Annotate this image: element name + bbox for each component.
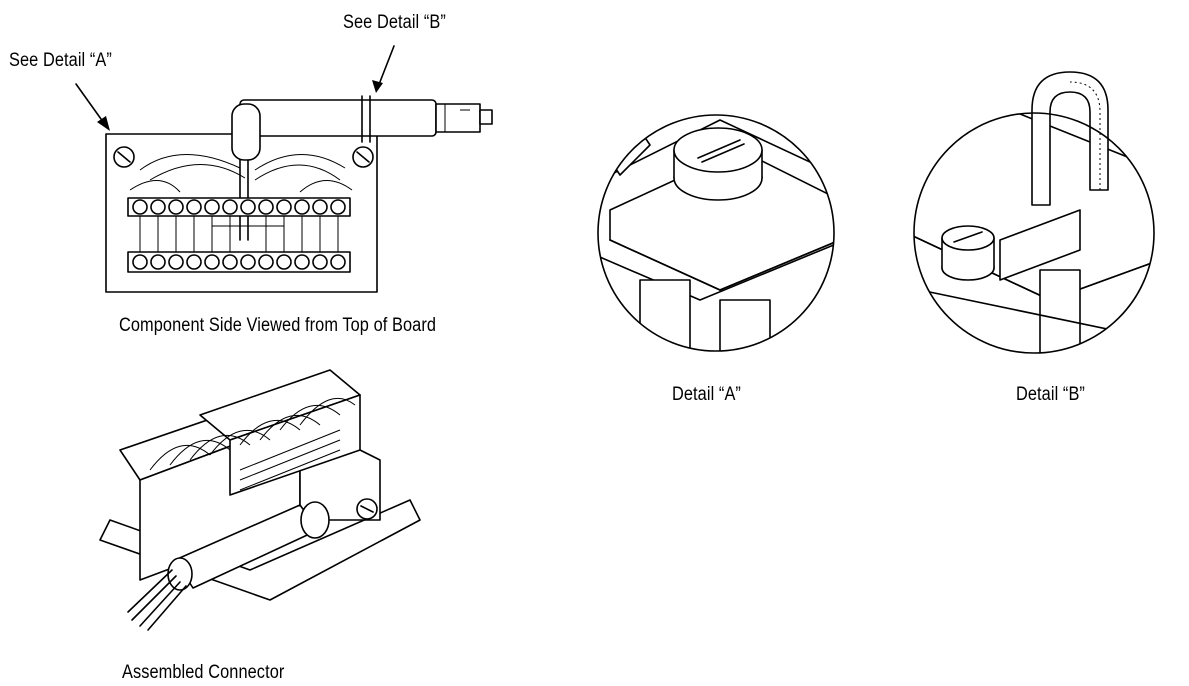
detail-b-illustration <box>913 71 1155 354</box>
callout-arrow-a <box>75 83 110 131</box>
callout-arrow-b <box>372 45 395 93</box>
callout-see-detail-a: See Detail “A” <box>9 50 112 71</box>
caption-detail-b: Detail “B” <box>1016 384 1085 405</box>
terminal-row-upper <box>127 197 351 217</box>
assembled-connector-illustration <box>99 369 421 631</box>
callout-see-detail-b: See Detail “B” <box>343 12 446 33</box>
terminal-row-lower <box>127 251 351 273</box>
caption-assembled-connector: Assembled Connector <box>122 662 285 683</box>
top-view-illustration <box>105 95 493 293</box>
caption-top-view: Component Side Viewed from Top of Board <box>119 315 437 336</box>
caption-detail-a: Detail “A” <box>672 384 741 405</box>
detail-a-illustration <box>597 114 835 352</box>
